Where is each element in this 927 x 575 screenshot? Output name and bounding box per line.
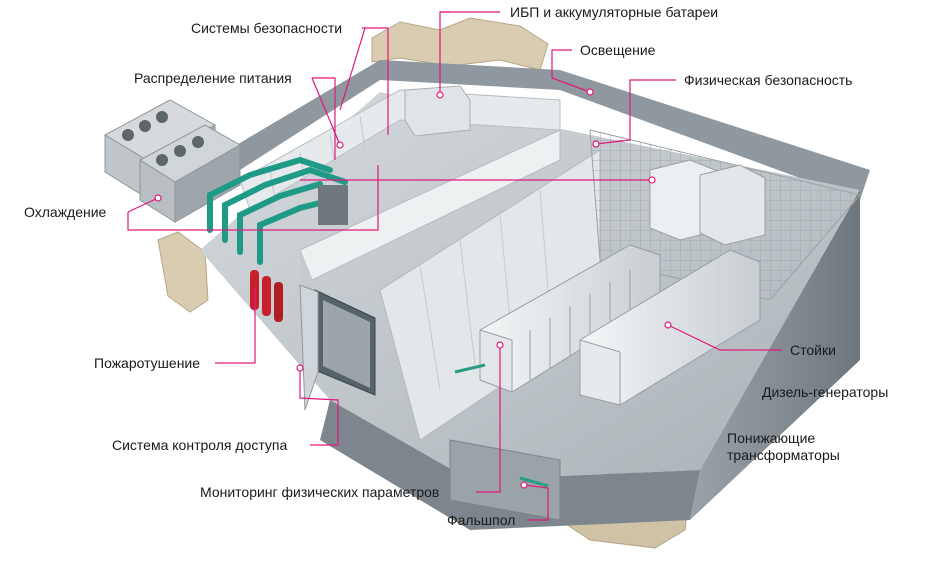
leader-dots (154, 88, 672, 489)
door-panel (299, 284, 319, 411)
outer-wall-front (320, 400, 700, 530)
door-opening (323, 300, 370, 388)
label-physical-security: Физическая безопасность (684, 72, 853, 88)
rock-top (371, 17, 549, 71)
rock-left (157, 231, 209, 313)
label-raised-floor: Фальшпол (447, 512, 516, 528)
ups-unit (404, 85, 471, 137)
outer-wall-right (690, 190, 860, 520)
label-power-distribution: Распределение питания (134, 70, 292, 86)
building-roof (228, 60, 870, 200)
label-transformers-line2: трансформаторы (727, 447, 840, 463)
label-fire-suppression: Пожаротушение (94, 355, 201, 371)
label-diesel-generators: Дизель-генераторы (762, 384, 889, 400)
fire-extinguishers (250, 270, 283, 322)
label-security-systems: Системы безопасности (191, 20, 343, 36)
label-transformers-line1: Понижающие (727, 430, 816, 446)
label-lighting: Освещение (580, 42, 656, 58)
server-racks-back (649, 159, 766, 246)
label-racks: Стойки (790, 342, 836, 358)
leader-lines (127, 11, 782, 521)
label-access-control: Система контроля доступа (112, 437, 288, 453)
server-racks-row-1 (479, 244, 661, 393)
cooling-unit (318, 185, 348, 225)
label-ups-batteries: ИБП и аккумуляторные батареи (510, 4, 719, 20)
label-environment-monitoring: Мониторинг физических параметров (200, 484, 440, 500)
raised-floor (449, 439, 561, 521)
chiller-units (103, 99, 242, 223)
label-cooling: Охлаждение (24, 204, 107, 220)
